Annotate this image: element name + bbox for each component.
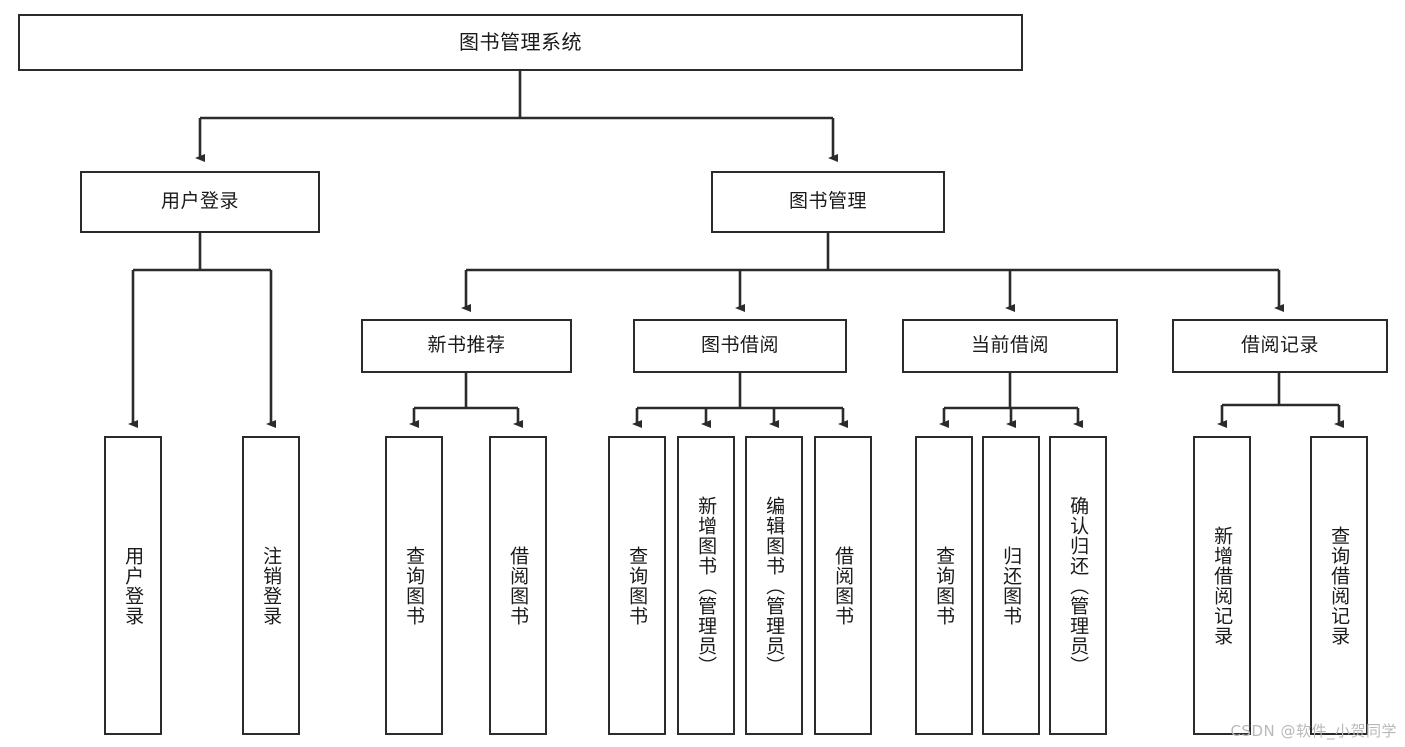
node-leaf-add-book[interactable]: 新增图书（管理员） bbox=[677, 436, 735, 735]
node-book-borrow[interactable]: 图书借阅 bbox=[633, 319, 847, 373]
node-leaf-logout[interactable]: 注销登录 bbox=[242, 436, 300, 735]
node-leaf-borrow-book-2-label: 借阅图书 bbox=[832, 545, 855, 626]
node-leaf-query-book-3[interactable]: 查询图书 bbox=[915, 436, 973, 735]
node-leaf-user-login[interactable]: 用户登录 bbox=[104, 436, 162, 735]
watermark: CSDN @软件_小贺同学 bbox=[1230, 722, 1397, 740]
node-leaf-query-record-label: 查询借阅记录 bbox=[1328, 525, 1351, 646]
node-new-book-rec[interactable]: 新书推荐 bbox=[361, 319, 572, 373]
node-leaf-query-book-3-label: 查询图书 bbox=[933, 545, 956, 626]
node-root[interactable]: 图书管理系统 bbox=[18, 14, 1023, 71]
node-leaf-edit-book-label: 编辑图书（管理员） bbox=[763, 495, 786, 676]
node-leaf-borrow-book-1-label: 借阅图书 bbox=[507, 545, 530, 626]
node-leaf-edit-book[interactable]: 编辑图书（管理员） bbox=[745, 436, 803, 735]
node-root-label: 图书管理系统 bbox=[459, 30, 582, 54]
node-leaf-query-book-1-label: 查询图书 bbox=[403, 545, 426, 626]
node-leaf-query-book-2[interactable]: 查询图书 bbox=[608, 436, 666, 735]
node-borrow-record-label: 借阅记录 bbox=[1240, 334, 1319, 357]
node-book-borrow-label: 图书借阅 bbox=[700, 334, 779, 357]
node-borrow-record[interactable]: 借阅记录 bbox=[1172, 319, 1388, 373]
node-leaf-confirm-return[interactable]: 确认归还（管理员） bbox=[1049, 436, 1107, 735]
node-leaf-add-record-label: 新增借阅记录 bbox=[1211, 525, 1234, 646]
node-leaf-logout-label: 注销登录 bbox=[260, 545, 283, 626]
node-leaf-return-book[interactable]: 归还图书 bbox=[982, 436, 1040, 735]
node-leaf-query-record[interactable]: 查询借阅记录 bbox=[1310, 436, 1368, 735]
node-current-borrow[interactable]: 当前借阅 bbox=[902, 319, 1118, 373]
node-user-login-label: 用户登录 bbox=[160, 190, 239, 213]
node-leaf-add-book-label: 新增图书（管理员） bbox=[695, 495, 718, 676]
node-book-manage[interactable]: 图书管理 bbox=[711, 171, 945, 233]
node-leaf-add-record[interactable]: 新增借阅记录 bbox=[1193, 436, 1251, 735]
node-current-borrow-label: 当前借阅 bbox=[970, 334, 1049, 357]
node-user-login[interactable]: 用户登录 bbox=[80, 171, 320, 233]
node-leaf-borrow-book-1[interactable]: 借阅图书 bbox=[489, 436, 547, 735]
node-leaf-confirm-return-label: 确认归还（管理员） bbox=[1067, 495, 1090, 676]
node-leaf-return-book-label: 归还图书 bbox=[1000, 545, 1023, 626]
node-book-manage-label: 图书管理 bbox=[788, 190, 867, 213]
node-leaf-user-login-label: 用户登录 bbox=[122, 545, 145, 626]
node-leaf-borrow-book-2[interactable]: 借阅图书 bbox=[814, 436, 872, 735]
node-leaf-query-book-1[interactable]: 查询图书 bbox=[385, 436, 443, 735]
node-leaf-query-book-2-label: 查询图书 bbox=[626, 545, 649, 626]
node-new-book-rec-label: 新书推荐 bbox=[427, 334, 506, 357]
